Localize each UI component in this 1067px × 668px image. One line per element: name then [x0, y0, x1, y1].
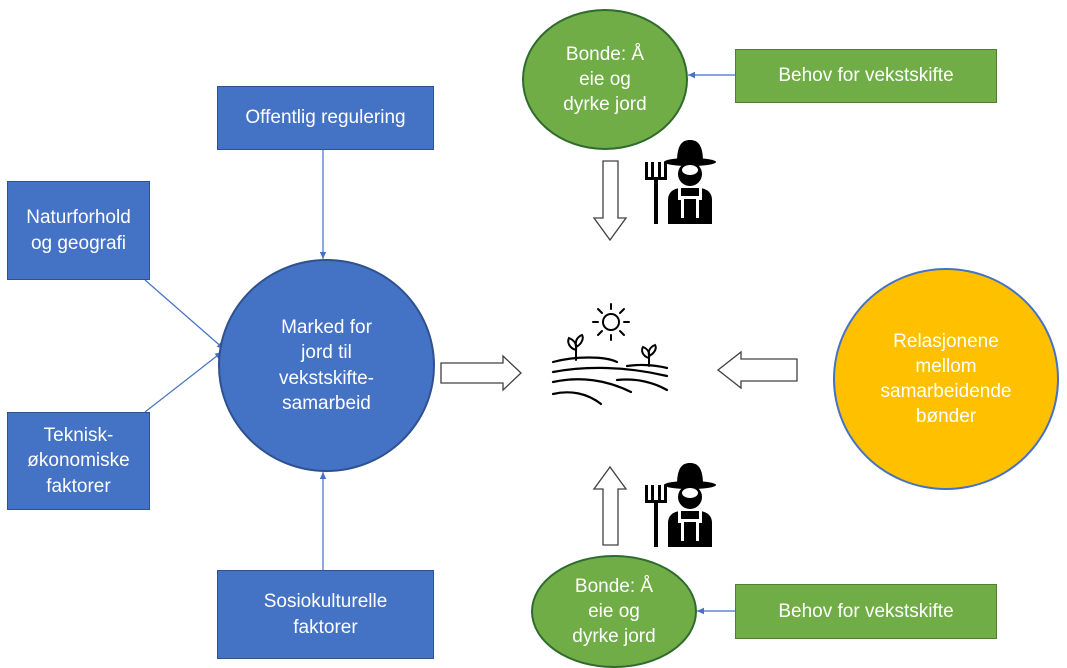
block-arrow-farmer-top-to-land — [592, 160, 628, 242]
farmer-icon — [645, 140, 716, 224]
block-arrow-market-to-land — [440, 354, 522, 392]
relations-circle: Relasjonene mellom samarbeidende bønder — [833, 268, 1059, 490]
factor-teknisk-label: Teknisk- økonomiske faktorer — [27, 425, 130, 497]
block-arrow-farmer-bottom-to-land — [592, 465, 628, 546]
need-bottom-box: Behov for vekstskifte — [735, 584, 997, 639]
farmland-icon — [551, 303, 669, 406]
farmer-bottom-ellipse: Bonde: Å eie og dyrke jord — [531, 555, 697, 668]
farmer-top-label: Bonde: Å eie og dyrke jord — [563, 43, 647, 116]
need-top-box: Behov for vekstskifte — [735, 49, 997, 103]
need-top-label: Behov for vekstskifte — [778, 65, 954, 87]
factor-teknisk-okonomiske: Teknisk- økonomiske faktorer — [7, 412, 150, 510]
factor-offentlig-label: Offentlig regulering — [245, 107, 406, 129]
block-arrow-relations-to-land — [716, 350, 798, 390]
farmer-top-ellipse: Bonde: Å eie og dyrke jord — [522, 9, 688, 150]
market-circle: Marked for jord til vekstskifte- samarbe… — [218, 259, 435, 472]
need-bottom-label: Behov for vekstskifte — [778, 600, 954, 622]
market-label: Marked for jord til vekstskifte- samarbe… — [278, 317, 375, 414]
relations-label: Relasjonene mellom samarbeidende bønder — [880, 330, 1012, 428]
farmer-icon — [645, 463, 716, 547]
farmer-bottom-label: Bonde: Å eie og dyrke jord — [572, 575, 656, 648]
factor-offentlig-regulering: Offentlig regulering — [217, 86, 434, 150]
factor-naturforhold-label: Naturforhold og geografi — [26, 207, 131, 254]
connector-teknisk-to-market — [144, 351, 223, 413]
connector-naturforhold-to-market — [144, 279, 225, 350]
factor-naturforhold: Naturforhold og geografi — [7, 181, 150, 280]
sun-icon — [592, 303, 630, 341]
factor-sosiokulturelle: Sosiokulturelle faktorer — [217, 570, 434, 659]
factor-sosiokulturelle-label: Sosiokulturelle faktorer — [263, 591, 388, 638]
